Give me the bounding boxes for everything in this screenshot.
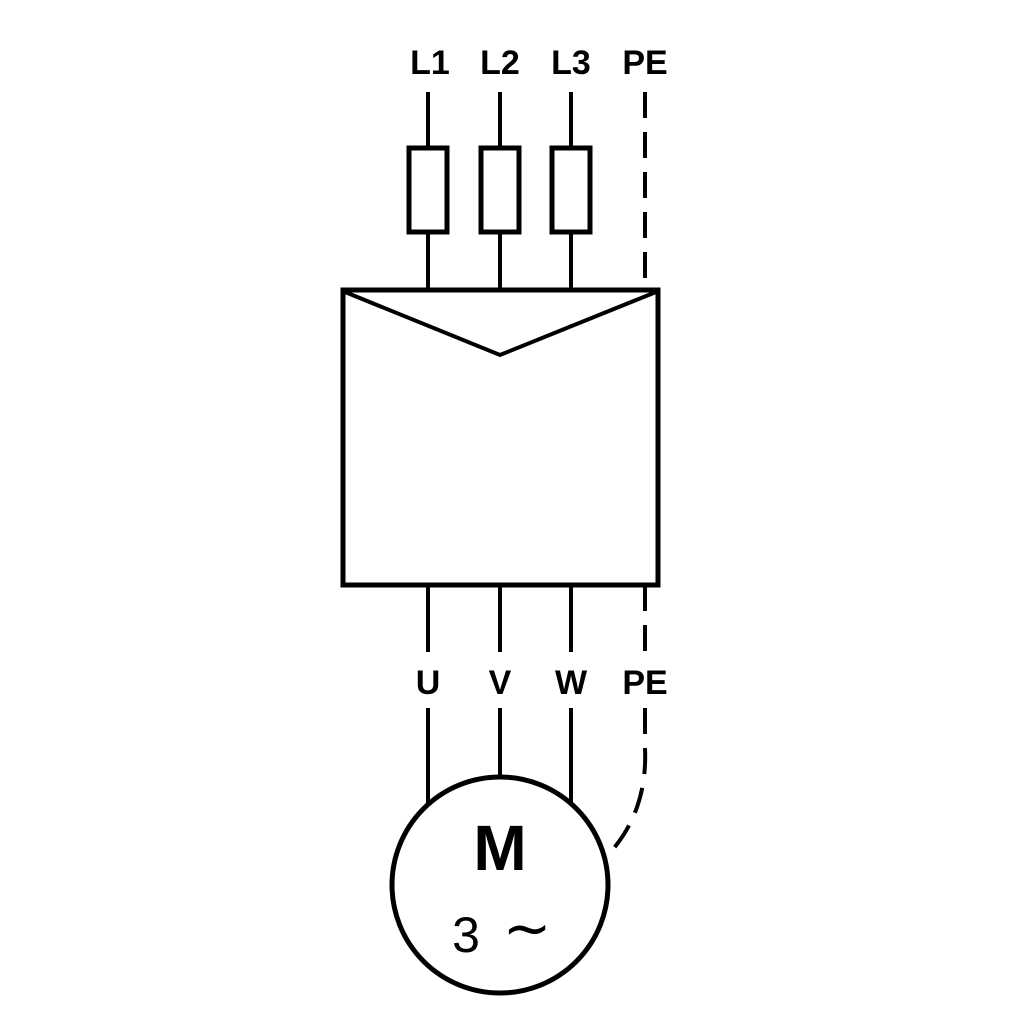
terminal-label-l1: L1 bbox=[410, 44, 450, 82]
fuse-l3 bbox=[549, 145, 593, 235]
motor-phase-count: 3 bbox=[452, 907, 480, 963]
motor-line-pe bbox=[602, 708, 648, 861]
terminal-label-pe-bottom: PE bbox=[622, 664, 667, 702]
terminal-label-w: W bbox=[555, 664, 588, 702]
terminal-label-l3: L3 bbox=[551, 44, 591, 82]
ac-wave-icon: ∼ bbox=[503, 894, 552, 962]
fuse-l1 bbox=[406, 145, 450, 235]
motor-circle bbox=[389, 774, 611, 996]
fuse-l2 bbox=[478, 145, 522, 235]
terminal-label-l2: L2 bbox=[480, 44, 520, 82]
motor-label: M bbox=[473, 812, 526, 884]
converter-box bbox=[340, 287, 661, 588]
converter-notch bbox=[344, 290, 657, 358]
terminal-label-v: V bbox=[489, 664, 512, 702]
terminal-label-u: U bbox=[416, 664, 441, 702]
terminal-label-pe-top: PE bbox=[622, 44, 667, 82]
